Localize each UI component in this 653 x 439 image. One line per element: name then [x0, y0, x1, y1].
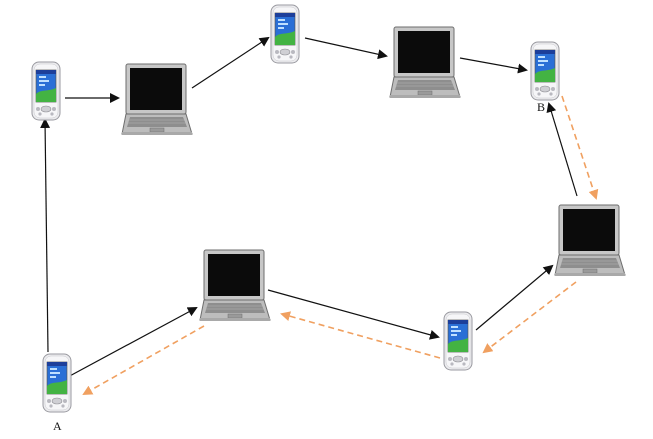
return-arrow-pda-bottom-center-to-laptop-bottom-left: [280, 311, 441, 359]
pda-top-center-icon: [270, 4, 300, 64]
return-arrow-laptop-right-to-pda-bottom-center: [482, 281, 577, 354]
arrow-laptop-top-right-to-pda-b: [459, 57, 528, 74]
arrow-laptop-right-to-pda-b: [546, 102, 578, 197]
pda-a-icon: [42, 353, 72, 413]
return-arrows: [82, 95, 599, 395]
arrow-laptop-bottom-left-to-pda-bottom-center: [267, 289, 440, 340]
laptop-bottom-left-icon: [199, 249, 271, 322]
forward-arrows: [40, 36, 578, 379]
pda-bottom-center-icon: [443, 311, 473, 371]
return-arrow-b-to-laptop-right: [561, 95, 599, 200]
arrow-pda-top-center-to-laptop-top-right: [304, 37, 388, 60]
laptop-right-icon: [554, 204, 626, 277]
arrow-laptop-top-left-to-pda-top-center: [191, 36, 270, 89]
arrow-pda-bottom-center-to-laptop-right: [475, 264, 554, 331]
pda-top-left-icon: [31, 61, 61, 121]
node-label-a: A: [53, 419, 62, 433]
laptop-top-right-icon: [389, 26, 461, 99]
arrow-a-to-laptop-bottom-left: [65, 307, 198, 379]
pda-b-icon: [530, 41, 560, 101]
return-arrow-laptop-bottom-left-to-a: [82, 325, 205, 395]
node-label-b: B: [537, 100, 546, 114]
laptop-top-left-icon: [121, 63, 193, 136]
arrow-a-to-pda-top-left: [40, 118, 51, 353]
